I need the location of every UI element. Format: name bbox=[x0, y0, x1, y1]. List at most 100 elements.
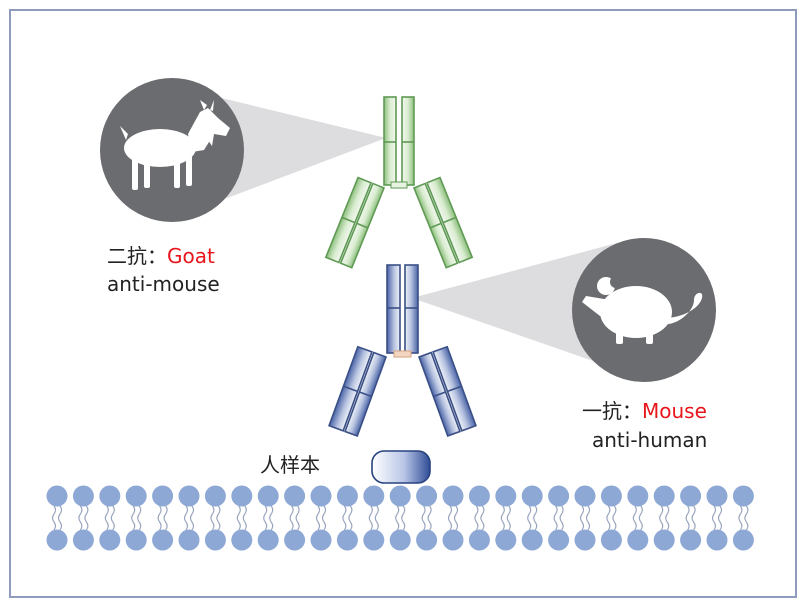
lipid-head bbox=[574, 529, 596, 551]
lipid-tails bbox=[183, 505, 195, 531]
secondary-antibody-target: anti-mouse bbox=[107, 272, 220, 296]
lipid-head bbox=[178, 529, 200, 551]
lipid-tails bbox=[685, 505, 696, 531]
secondary-antibody-host: Goat bbox=[167, 244, 215, 268]
lipid-head bbox=[706, 485, 728, 507]
lipid-tails bbox=[738, 505, 749, 531]
lipid-head bbox=[680, 529, 702, 551]
lipid-tails bbox=[289, 505, 300, 531]
lipid-head bbox=[46, 529, 68, 551]
primary-antibody-prefix: 一抗： bbox=[582, 399, 642, 423]
lipid-head bbox=[574, 485, 596, 507]
lipid-head bbox=[627, 529, 649, 551]
secondary-antibody bbox=[324, 96, 474, 269]
lipid-head bbox=[284, 485, 306, 507]
lipid-tails bbox=[474, 505, 485, 531]
lipid-head bbox=[99, 485, 121, 507]
lipid-head bbox=[627, 485, 649, 507]
lipid-tails bbox=[131, 505, 142, 531]
lipid-head bbox=[548, 529, 570, 551]
lipid-head bbox=[468, 485, 490, 507]
lipid-head bbox=[706, 529, 728, 551]
lipid-head bbox=[363, 529, 385, 551]
primary-antibody-host: Mouse bbox=[642, 399, 707, 423]
lipid-head bbox=[600, 485, 622, 507]
lipid-head bbox=[416, 485, 438, 507]
lipid-tails bbox=[104, 505, 115, 531]
lipid-head bbox=[99, 529, 121, 551]
lipid-head bbox=[732, 485, 754, 507]
lipid-head bbox=[204, 485, 226, 507]
lipid-head bbox=[653, 485, 675, 507]
lipid-head bbox=[125, 485, 147, 507]
lipid-tails bbox=[421, 505, 432, 531]
lipid-tails bbox=[157, 505, 168, 531]
lipid-head bbox=[442, 485, 464, 507]
lipid-head bbox=[125, 529, 147, 551]
secondary-antibody-label: 二抗：Goat bbox=[107, 243, 215, 269]
diagram-frame bbox=[9, 9, 797, 598]
lipid-tails bbox=[315, 505, 327, 531]
lipid-tails bbox=[632, 505, 643, 531]
lipid-head bbox=[600, 529, 622, 551]
lipid-tails bbox=[711, 505, 723, 531]
lipid-tails bbox=[527, 505, 538, 531]
lipid-tails bbox=[447, 505, 459, 531]
lipid-head bbox=[548, 485, 570, 507]
lipid-tails bbox=[500, 505, 511, 531]
lipid-tails bbox=[368, 505, 379, 531]
lipid-head bbox=[416, 529, 438, 551]
lipid-head bbox=[257, 485, 279, 507]
lipid-head bbox=[442, 529, 464, 551]
sample-label: 人样本 bbox=[260, 453, 320, 477]
antigen bbox=[371, 450, 431, 484]
cell-membrane bbox=[46, 485, 754, 551]
lipid-tails bbox=[263, 505, 274, 531]
lipid-tails bbox=[659, 505, 670, 531]
lipid-head bbox=[72, 485, 94, 507]
lipid-head bbox=[336, 529, 358, 551]
lipid-head bbox=[521, 529, 543, 551]
lipid-head bbox=[231, 485, 253, 507]
lipid-head bbox=[310, 485, 332, 507]
lipid-head bbox=[72, 529, 94, 551]
lipid-head bbox=[152, 485, 174, 507]
lipid-head bbox=[46, 485, 68, 507]
primary-antibody bbox=[328, 264, 477, 437]
lipid-head bbox=[653, 529, 675, 551]
lipid-tails bbox=[553, 505, 564, 531]
lipid-head bbox=[680, 485, 702, 507]
goat-badge bbox=[100, 78, 244, 222]
lipid-head bbox=[257, 529, 279, 551]
lipid-head bbox=[495, 485, 517, 507]
lipid-tails bbox=[78, 505, 89, 531]
lipid-head bbox=[204, 529, 226, 551]
lipid-head bbox=[152, 529, 174, 551]
lipid-head bbox=[363, 485, 385, 507]
lipid-head bbox=[521, 485, 543, 507]
lipid-tails bbox=[51, 505, 63, 531]
primary-antibody-label: 一抗：Mouse bbox=[582, 398, 707, 424]
lipid-head bbox=[231, 529, 253, 551]
mouse-icon bbox=[582, 276, 703, 344]
mouse-badge bbox=[572, 238, 716, 382]
lipid-head bbox=[732, 529, 754, 551]
lipid-head bbox=[336, 485, 358, 507]
lipid-tails bbox=[210, 505, 221, 531]
lipid-tails bbox=[606, 505, 617, 531]
lipid-head bbox=[468, 529, 490, 551]
primary-antibody-target: anti-human bbox=[592, 428, 708, 452]
lipid-head bbox=[389, 485, 411, 507]
lipid-head bbox=[495, 529, 517, 551]
lipid-tails bbox=[579, 505, 591, 531]
lipid-tails bbox=[342, 505, 353, 531]
lipid-head bbox=[310, 529, 332, 551]
secondary-antibody-prefix: 二抗： bbox=[107, 244, 167, 268]
lipid-tails bbox=[236, 505, 247, 531]
lipid-head bbox=[284, 529, 306, 551]
lipid-head bbox=[389, 529, 411, 551]
lipid-head bbox=[178, 485, 200, 507]
lipid-tails bbox=[395, 505, 406, 531]
goat-icon bbox=[120, 100, 230, 190]
